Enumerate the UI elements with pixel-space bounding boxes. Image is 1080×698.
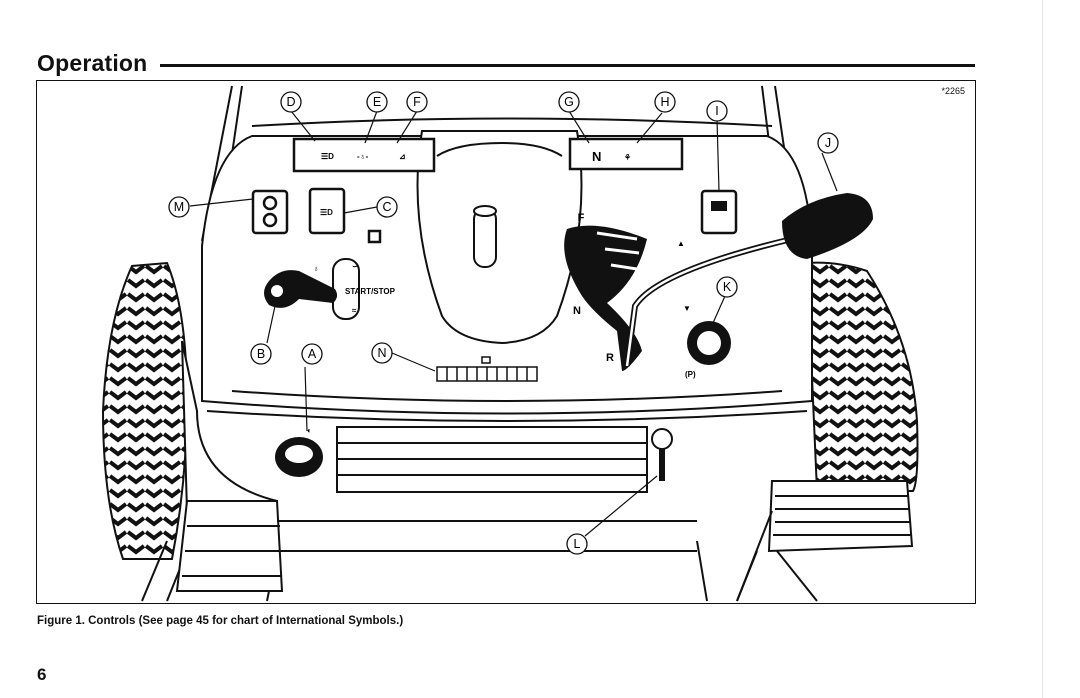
callout-B: B (250, 343, 272, 365)
svg-text:D: D (286, 95, 295, 109)
slow-speed-icon: ▼ (683, 304, 691, 313)
callout-H: H (654, 91, 676, 113)
headlight-switch (308, 187, 346, 235)
indicator-strip: N ⚘ (568, 137, 684, 171)
svg-text:A: A (308, 347, 317, 361)
callout-E: E (366, 91, 388, 113)
tractor-body (141, 85, 818, 602)
callout-N: N (371, 342, 393, 364)
hour-meter (436, 356, 538, 382)
turtle-icon: ∽ (352, 262, 359, 271)
callout-I: I (706, 100, 728, 122)
svg-text:B: B (257, 347, 265, 361)
rabbit-icon: ≈ (352, 306, 357, 315)
parking-brake-icon: (P) (685, 370, 696, 379)
start-stop-text: START/STOP (345, 287, 396, 296)
oil-pressure-icon: -♁- (357, 152, 369, 161)
pto-switch (700, 189, 738, 235)
fast-speed-icon: ▲ (677, 239, 685, 248)
section-title: Operation (37, 50, 148, 76)
neutral-light-icon: N (592, 149, 601, 164)
callout-F: F (406, 91, 428, 113)
choke-icon: ◐ (307, 426, 312, 435)
callout-M: M (168, 196, 190, 218)
callouts (189, 110, 838, 537)
svg-text:G: G (564, 95, 574, 109)
mower-lift-switch (251, 189, 289, 235)
page-number: 6 (37, 665, 47, 684)
right-tire (805, 261, 919, 492)
callout-D: D (280, 91, 302, 113)
page-edge-shadow (1042, 0, 1043, 698)
figure-controls: ☰D -♁- ⊿ N ⚘ ☰D START/STOP ♁ ∽ ≈ (36, 80, 976, 604)
callout-G: G (558, 91, 580, 113)
warning-light-strip: ☰D -♁- ⊿ (292, 137, 436, 173)
seat-light-icon: ⊿ (399, 152, 406, 161)
svg-text:E: E (373, 95, 381, 109)
callout-A: A (301, 343, 323, 365)
svg-text:L: L (574, 537, 581, 551)
callout-J: J (817, 132, 839, 154)
callout-K: K (716, 276, 738, 298)
gear-forward-label: F (578, 212, 585, 224)
svg-text:K: K (723, 280, 732, 294)
neutral-symbol-icon (367, 229, 382, 244)
lift-lever (651, 428, 673, 481)
svg-text:C: C (382, 200, 391, 214)
svg-text:N: N (377, 346, 386, 360)
callout-L: L (566, 533, 588, 555)
svg-text:J: J (825, 136, 831, 150)
left-tire (101, 261, 189, 560)
gear-reverse-label: R (606, 352, 614, 364)
headlight-light-icon: ☰D (321, 152, 334, 161)
svg-text:I: I (715, 104, 718, 118)
controls-illustration: ☰D -♁- ⊿ N ⚘ ☰D START/STOP ♁ ∽ ≈ (101, 85, 919, 602)
switch-block: ☰D (251, 187, 382, 244)
figure-id: *2265 (941, 86, 965, 96)
pto-light-icon: ⚘ (624, 153, 631, 162)
callout-C: C (376, 196, 398, 218)
parking-brake-knob: (P) (685, 321, 731, 379)
fuel-icon: ♁ (313, 264, 319, 273)
ignition-switch: START/STOP ♁ ∽ ≈ (264, 258, 396, 320)
svg-text:H: H (660, 95, 669, 109)
headlight-switch-icon: ☰D (320, 208, 333, 217)
svg-text:M: M (174, 200, 184, 214)
svg-text:F: F (413, 95, 421, 109)
figure-caption: Figure 1. Controls (See page 45 for char… (37, 615, 404, 627)
title-rule (160, 64, 975, 67)
shift-gate: F N R ▲ ▼ (564, 193, 873, 371)
choke-knob: ◐ (275, 426, 323, 477)
gear-neutral-label: N (573, 305, 581, 317)
brake-pedal (736, 480, 914, 602)
